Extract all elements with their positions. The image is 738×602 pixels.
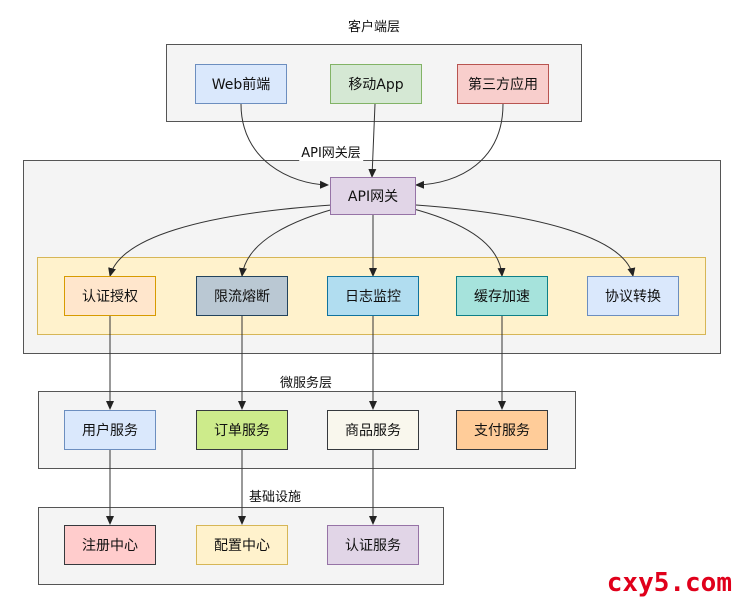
infra-layer-title: 基础设施 xyxy=(246,486,304,505)
edge-gateway-to-auth xyxy=(108,204,333,277)
edge-gateway-to-ratelimit xyxy=(238,205,346,277)
edge-gateway-to-protocol xyxy=(415,204,636,277)
registry-center-node[interactable]: 注册中心 xyxy=(64,525,156,565)
edge-web-to-gateway xyxy=(240,103,329,189)
order-service-node[interactable]: 订单服务 xyxy=(196,410,288,450)
edge-third-to-gateway xyxy=(415,103,504,189)
payment-service-node[interactable]: 支付服务 xyxy=(456,410,548,450)
mobile-app-node[interactable]: 移动App xyxy=(330,64,422,104)
user-service-node[interactable]: 用户服务 xyxy=(64,410,156,450)
edge-gateway-to-cache xyxy=(401,205,506,277)
auth-node[interactable]: 认证授权 xyxy=(64,276,156,316)
api-gateway-node[interactable]: API网关 xyxy=(330,177,416,215)
client-layer-title: 客户端层 xyxy=(347,20,401,35)
web-frontend-node[interactable]: Web前端 xyxy=(195,64,287,104)
cache-node[interactable]: 缓存加速 xyxy=(456,276,548,316)
config-center-node[interactable]: 配置中心 xyxy=(196,525,288,565)
rate-limit-node[interactable]: 限流熔断 xyxy=(196,276,288,316)
goods-service-node[interactable]: 商品服务 xyxy=(327,410,419,450)
auth-service-node[interactable]: 认证服务 xyxy=(327,525,419,565)
protocol-convert-node[interactable]: 协议转换 xyxy=(587,276,679,316)
third-party-app-node[interactable]: 第三方应用 xyxy=(457,64,549,104)
gateway-layer-title: API网关层 xyxy=(299,142,363,161)
watermark-text: cxy5.com xyxy=(606,568,732,598)
microservice-layer-title: 微服务层 xyxy=(277,372,335,391)
edge-mobile-to-gateway xyxy=(368,103,377,178)
log-monitor-node[interactable]: 日志监控 xyxy=(327,276,419,316)
